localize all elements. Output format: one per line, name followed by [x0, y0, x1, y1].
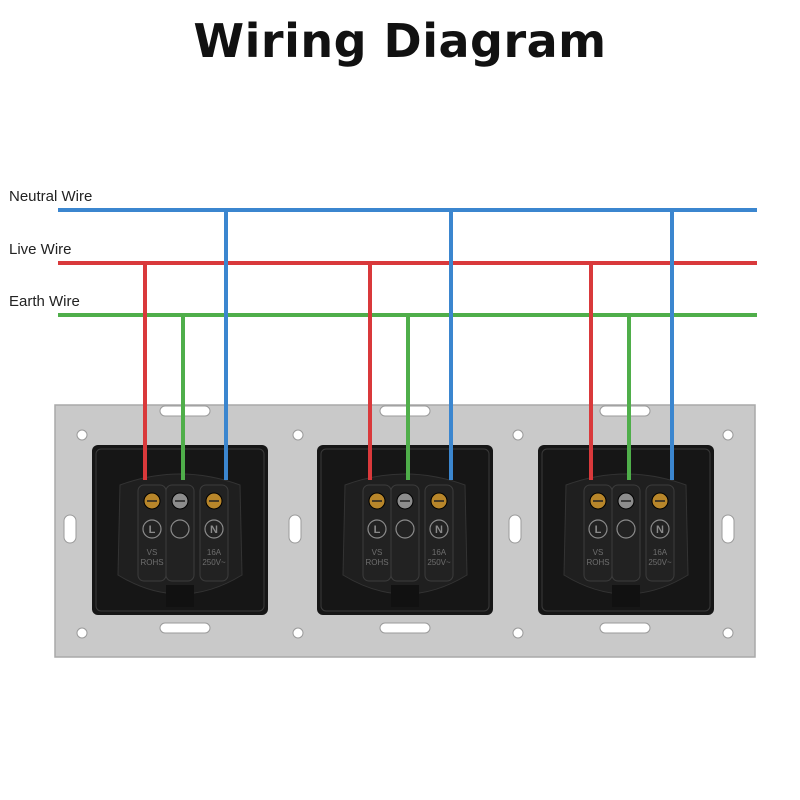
terminal-marker-ring [367, 519, 387, 539]
socket-body-edge [95, 448, 265, 612]
frame-screw-hole [722, 627, 734, 639]
frame-screw-hole [512, 429, 524, 441]
frame-slot [159, 622, 211, 634]
rating-text: 250V~ [202, 558, 226, 567]
rating-text: VS [372, 548, 383, 557]
terminal-block [199, 484, 229, 582]
drop-wires [143, 210, 674, 480]
frame-side-slot [63, 514, 77, 544]
frame-screw-hole [292, 429, 304, 441]
terminal-marker-ring [395, 519, 415, 539]
frame-slot [379, 405, 431, 417]
terminal-marker-ring [429, 519, 449, 539]
terminal-label-l: L [374, 524, 381, 536]
frame-screw-hole [722, 429, 734, 441]
terminal-label-n: N [435, 524, 443, 536]
rating-text: ROHS [586, 558, 609, 567]
terminal-marker-ring [142, 519, 162, 539]
live-wire-label: Live Wire [9, 241, 72, 258]
frame-screw-hole [76, 429, 88, 441]
terminal-label-n: N [210, 524, 218, 536]
frame-side-slot [721, 514, 735, 544]
terminal-marker-ring [204, 519, 224, 539]
terminal-block [645, 484, 675, 582]
frame-slot [599, 405, 651, 417]
neutral-wire-label: Neutral Wire [9, 188, 93, 205]
terminal-marker-ring [616, 519, 636, 539]
terminal-label-l: L [595, 524, 602, 536]
rating-text: 250V~ [427, 558, 451, 567]
terminal-marker-ring [588, 519, 608, 539]
frame-side-slot [508, 514, 522, 544]
terminal-block [390, 484, 420, 582]
rating-text: VS [147, 548, 158, 557]
terminal-label-n: N [656, 524, 664, 536]
frame-screw-hole [512, 627, 524, 639]
rating-text: 16A [207, 548, 222, 557]
rating-text: VS [593, 548, 604, 557]
frame-slot [379, 622, 431, 634]
terminal-label-l: L [149, 524, 156, 536]
frame-screw-hole [292, 627, 304, 639]
socket-bottom-tab [391, 585, 419, 607]
rating-text: 16A [432, 548, 447, 557]
terminal-block [165, 484, 195, 582]
terminal-marker-ring [650, 519, 670, 539]
earth-wire-label: Earth Wire [9, 293, 80, 310]
socket-body-edge [541, 448, 711, 612]
bus-wires [58, 208, 757, 317]
frame-side-slot [288, 514, 302, 544]
socket-bottom-tab [612, 585, 640, 607]
rating-text: 250V~ [648, 558, 672, 567]
frame-slot [599, 622, 651, 634]
terminal-marker-ring [170, 519, 190, 539]
frame-screw-hole [76, 627, 88, 639]
socket-bottom-tab [166, 585, 194, 607]
terminal-block [424, 484, 454, 582]
socket-body-edge [320, 448, 490, 612]
rating-text: 16A [653, 548, 668, 557]
terminal-block [611, 484, 641, 582]
page-title: Wiring Diagram [193, 14, 607, 68]
rating-text: ROHS [365, 558, 388, 567]
rating-text: ROHS [140, 558, 163, 567]
